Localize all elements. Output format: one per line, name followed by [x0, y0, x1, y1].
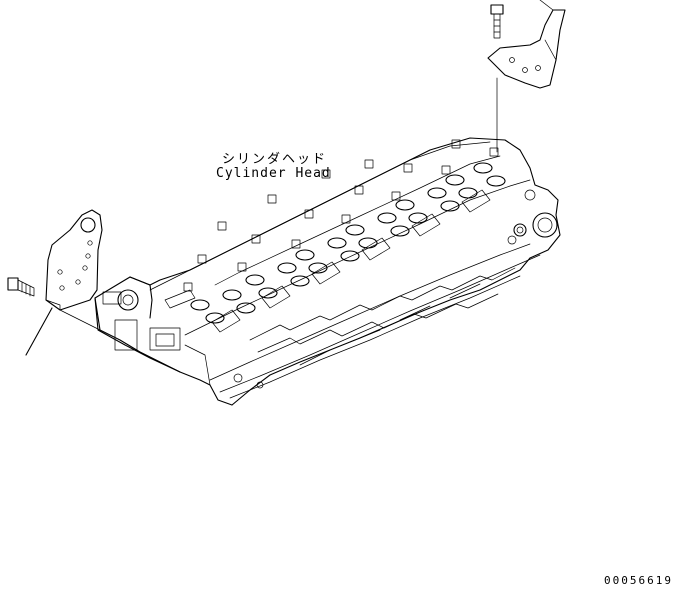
- part-name-japanese: シリンダヘッド: [222, 152, 328, 167]
- lifting-bracket-front: [45, 209, 103, 331]
- lifting-bracket-rear: [487, 0, 566, 153]
- leader-line-front: [25, 307, 53, 356]
- bolt-front: [7, 277, 35, 297]
- drawing-code: 00056619: [604, 574, 673, 587]
- valve-seats: [190, 162, 506, 324]
- bolt-rear: [490, 4, 504, 39]
- cylinder-head: [94, 137, 561, 406]
- part-name-english: Cylinder Head: [216, 166, 331, 181]
